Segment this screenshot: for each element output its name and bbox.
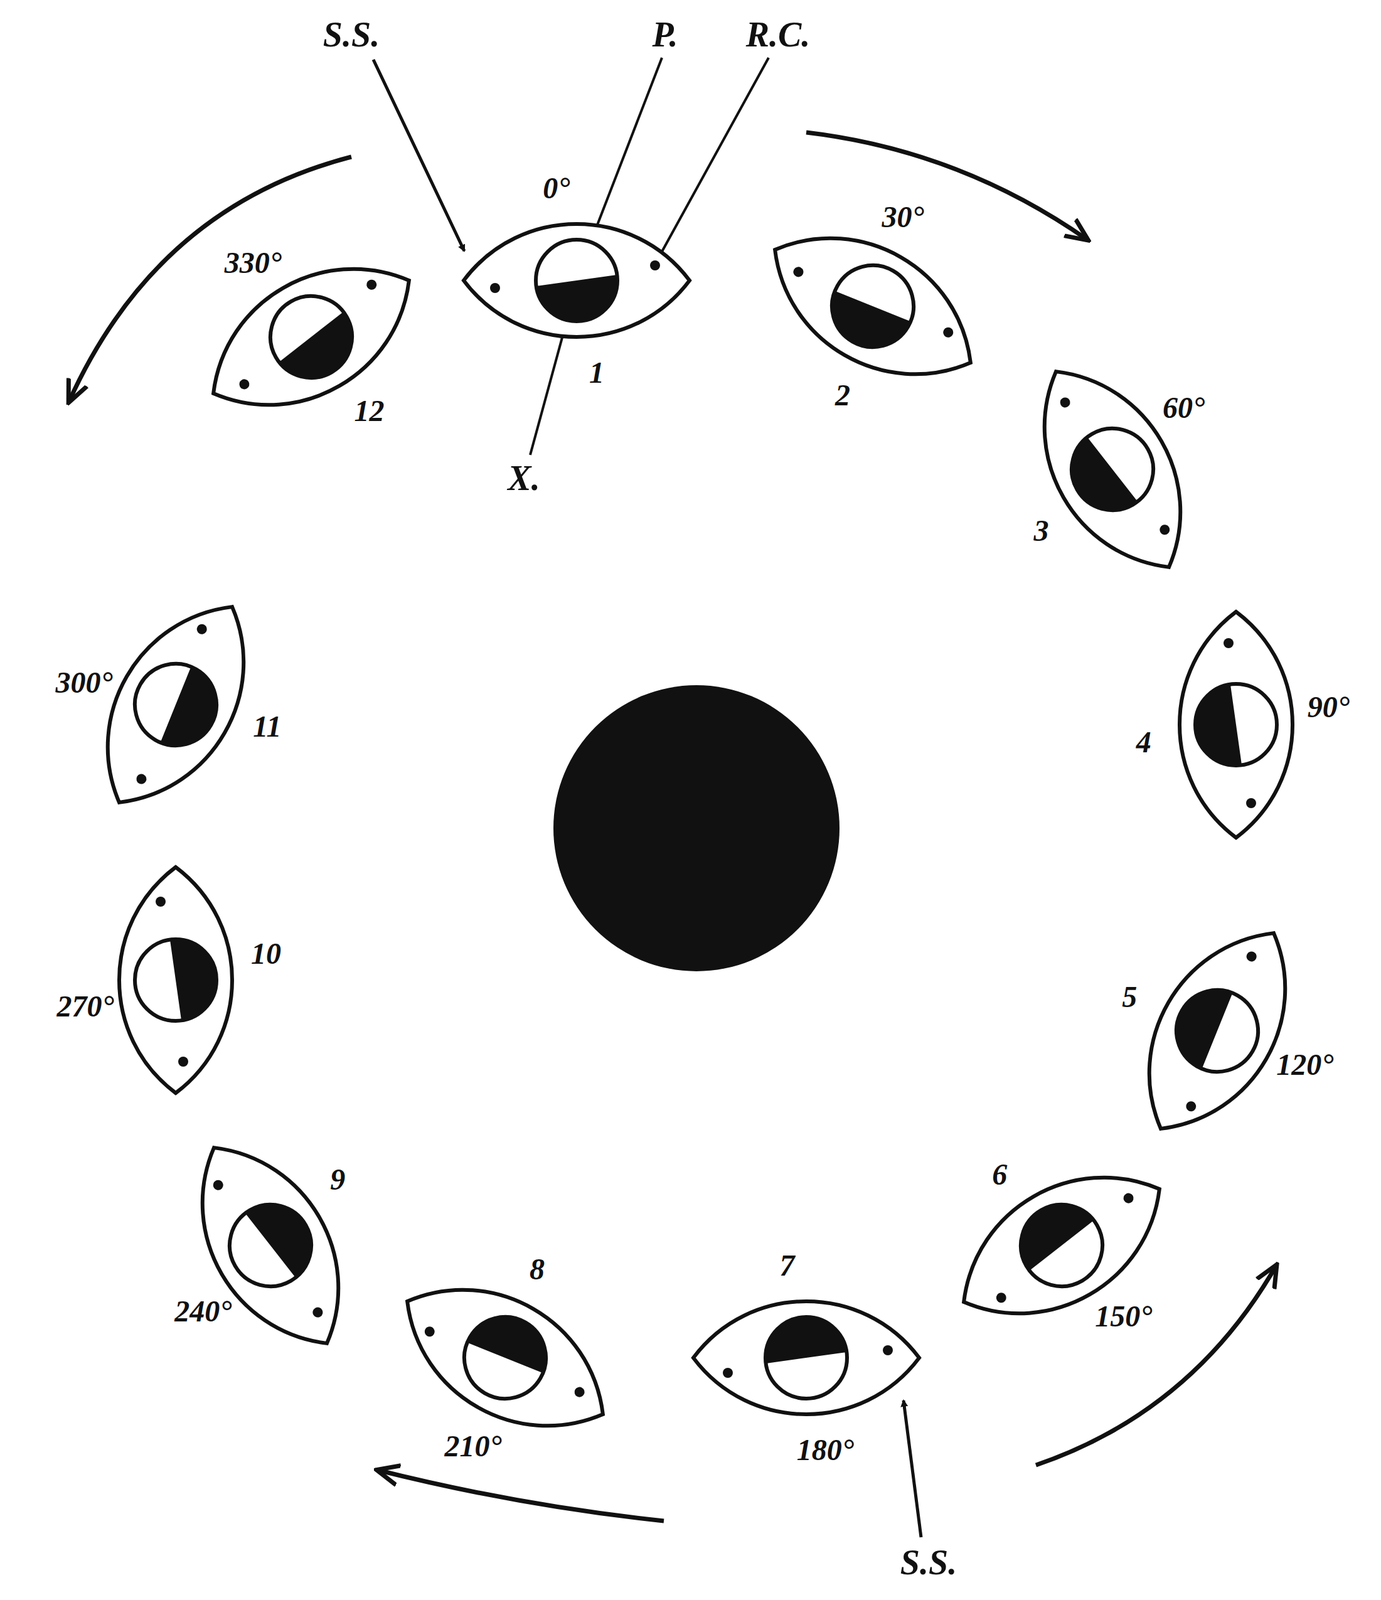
callout-number: 2 [835, 380, 851, 411]
callout-number: 12 [354, 395, 385, 427]
callout-number: 11 [252, 711, 282, 742]
leader-arrow [903, 1400, 922, 1538]
rotation-arrow [377, 1470, 664, 1521]
eye-outline [444, 148, 709, 413]
eye-outline [43, 848, 308, 1112]
callout-number: 7 [779, 1250, 795, 1281]
eye-figure: 30° 2 [741, 174, 1005, 438]
callout-number: 1 [589, 357, 605, 388]
eye-outline [43, 572, 308, 837]
eye-outline [1085, 899, 1350, 1163]
callout-number: 8 [529, 1254, 545, 1285]
angle-label: 300° [55, 667, 113, 698]
angle-label: 150° [1094, 1301, 1152, 1332]
eye-outline [980, 337, 1245, 602]
eye-figure: 240° 9 [138, 1113, 403, 1378]
eye-figure: 90° 4 [1104, 592, 1368, 857]
angle-label: 60° [1162, 392, 1205, 423]
callout-number: 9 [330, 1164, 346, 1195]
leader-line [658, 57, 769, 258]
angle-label: 240° [174, 1296, 232, 1327]
angle-label: 210° [444, 1431, 502, 1462]
eye-figure: 0° 1 [444, 148, 709, 413]
angle-label: 0° [542, 173, 570, 204]
angle-label: 330° [224, 247, 282, 278]
eye-figure: 300° 11 [43, 572, 308, 837]
leader-arrow [373, 59, 465, 251]
eye-outline [1104, 592, 1368, 857]
part-label: S.S. [323, 16, 380, 53]
eye-figure: 270° 10 [43, 848, 308, 1112]
eye-figure: 150° 6 [929, 1113, 1194, 1378]
callout-number: 6 [991, 1159, 1008, 1190]
callout-number: 5 [1121, 981, 1137, 1013]
central-disk [553, 685, 840, 972]
eye-outline [929, 1113, 1194, 1378]
angle-label: 30° [881, 202, 924, 233]
angle-label: 90° [1307, 692, 1350, 723]
angle-label: 180° [796, 1434, 854, 1466]
part-label: X. [507, 460, 540, 496]
eye-figure: 330° 12 [179, 205, 443, 469]
callout-number: 3 [1033, 515, 1049, 546]
eye-outline [179, 205, 443, 469]
angle-label: 120° [1276, 1049, 1334, 1080]
rotation-arrow [806, 132, 1088, 240]
angle-label: 270° [56, 991, 114, 1022]
eye-figure: 120° 5 [1085, 899, 1350, 1163]
eye-outline [741, 174, 1005, 438]
eye-outline [373, 1226, 637, 1490]
eye-figure: 180° 7 [674, 1226, 939, 1490]
part-label: P. [652, 16, 679, 53]
eye-figure: 210° 8 [373, 1226, 637, 1490]
eye-figure: 60° 3 [980, 337, 1245, 602]
callout-number: 4 [1136, 727, 1152, 758]
eye-outline [138, 1113, 403, 1378]
part-label: R.C. [746, 16, 811, 53]
part-label: S.S. [900, 1544, 957, 1580]
callout-number: 10 [250, 938, 282, 969]
